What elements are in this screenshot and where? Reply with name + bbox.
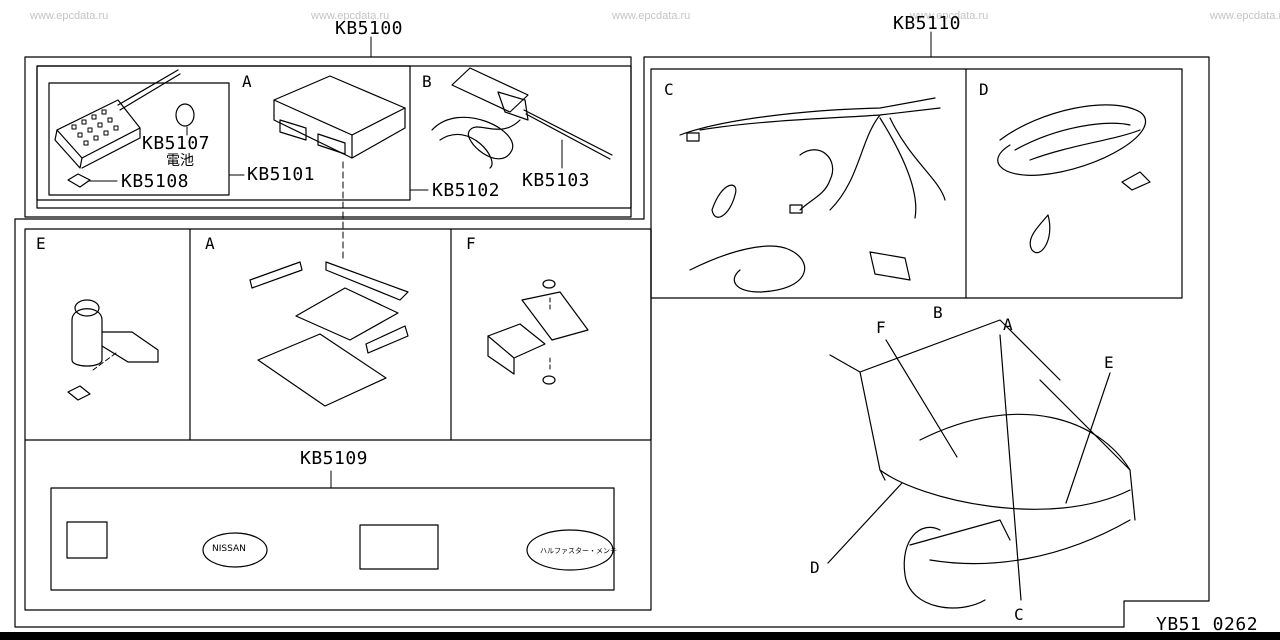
antenna-bracket (431, 67, 613, 169)
car-letter-f: F (876, 318, 886, 337)
harness-c (679, 97, 946, 293)
label-kb5110: KB5110 (893, 13, 962, 34)
car-letter-e: E (1104, 353, 1114, 372)
letter-a-top: A (242, 72, 252, 91)
letter-c-panel: C (664, 80, 674, 99)
control-unit (273, 75, 406, 159)
car-letter-b: B (933, 303, 943, 322)
car-letter-d: D (810, 558, 820, 577)
watermark: www.epcdata.ru (910, 10, 989, 22)
car-front-view (827, 319, 1136, 609)
bottom-bar (0, 632, 1280, 640)
kit-parts-a (249, 261, 409, 407)
kb5108-part (67, 173, 91, 188)
label-kb5107: KB5107 (142, 133, 211, 154)
harness-d (997, 104, 1151, 253)
watermark: www.epcdata.ru (1210, 10, 1280, 22)
car-letter-a: A (1003, 315, 1013, 334)
diagram-code: YB51 0262 (1156, 614, 1259, 635)
label-kb5103: KB5103 (522, 170, 591, 191)
sticker-nissan-text: NISSAN (212, 544, 246, 554)
frame-a-kit (36, 65, 411, 201)
label-kb5108: KB5108 (121, 171, 190, 192)
frame-kb5109-inner (50, 487, 615, 591)
switch-f (487, 279, 589, 385)
label-kb5101: KB5101 (247, 164, 316, 185)
group-leaders (87, 31, 932, 489)
sticker-katakana-text: ハルファスター・メンテ (540, 547, 617, 555)
label-battery: 電池 (166, 153, 194, 169)
watermark: www.epcdata.ru (612, 10, 691, 22)
label-kb5109: KB5109 (300, 448, 369, 469)
frame-kb5110 (14, 56, 1210, 628)
frame-kb5110-inner (650, 68, 1183, 299)
watermark: www.epcdata.ru (311, 10, 390, 22)
label-kb5100: KB5100 (335, 18, 404, 39)
battery-cell (175, 103, 195, 127)
group-frames (14, 56, 1210, 628)
kb5109-labels (66, 521, 614, 571)
remote-transmitter (54, 69, 195, 188)
label-kb5102: KB5102 (432, 180, 501, 201)
watermark: www.epcdata.ru (30, 10, 109, 22)
letter-e-panel: E (36, 234, 46, 253)
letter-b-top: B (422, 72, 432, 91)
frame-lower-panels (24, 228, 652, 611)
sensor-e (67, 299, 159, 401)
letter-f-panel: F (466, 234, 476, 253)
frame-kb5107-group (48, 82, 230, 196)
letter-a-panel: A (205, 234, 215, 253)
car-letter-c: C (1014, 605, 1024, 624)
letter-d-panel: D (979, 80, 989, 99)
